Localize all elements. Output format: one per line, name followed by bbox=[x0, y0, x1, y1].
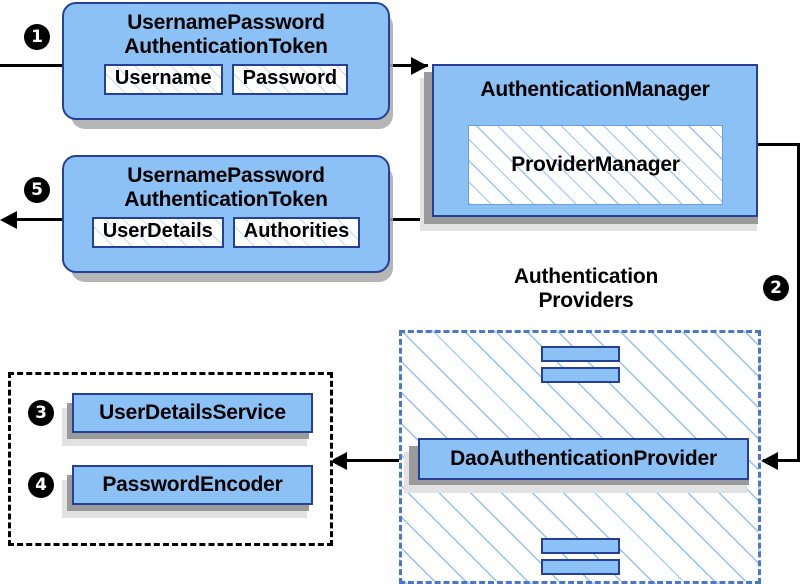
connector-request-in bbox=[0, 64, 78, 67]
provider-placeholder-top-1 bbox=[541, 346, 620, 362]
authentication-providers-title: Authentication Providers bbox=[470, 265, 702, 312]
password-encoder-label: PasswordEncoder bbox=[102, 473, 283, 496]
response-token-title-line1: UsernamePassword bbox=[127, 164, 325, 187]
response-token-box[interactable]: UsernamePassword AuthenticationToken Use… bbox=[62, 155, 390, 273]
connector-token-to-manager bbox=[388, 64, 428, 67]
badge-step-5: 5 bbox=[24, 177, 50, 203]
provider-placeholder-bottom-1 bbox=[541, 538, 620, 554]
request-token-field-password[interactable]: Password bbox=[231, 64, 349, 96]
response-token-title: UsernamePassword AuthenticationToken bbox=[64, 157, 388, 211]
connector-manager-right bbox=[757, 143, 800, 146]
provider-manager-panel[interactable]: ProviderManager bbox=[468, 125, 723, 205]
provider-placeholder-top-2 bbox=[541, 367, 620, 383]
user-details-service-label: UserDetailsService bbox=[99, 401, 286, 424]
response-token-title-line2: AuthenticationToken bbox=[124, 187, 328, 211]
user-details-service-box[interactable]: UserDetailsService bbox=[72, 393, 313, 433]
request-token-box[interactable]: UsernamePassword AuthenticationToken Use… bbox=[62, 2, 390, 120]
authentication-manager-title: AuthenticationManager bbox=[480, 78, 710, 101]
response-token-field-authorities[interactable]: Authorities bbox=[232, 217, 361, 249]
badge-step-3: 3 bbox=[28, 400, 54, 426]
connector-provider-to-dependencies bbox=[344, 459, 418, 462]
request-token-fields: Username Password bbox=[64, 64, 388, 96]
badge-step-4: 4 bbox=[28, 472, 54, 498]
password-encoder-box[interactable]: PasswordEncoder bbox=[72, 465, 313, 505]
connector-manager-to-response bbox=[388, 218, 434, 221]
request-token-title: UsernamePassword AuthenticationToken bbox=[64, 4, 388, 58]
dao-authentication-provider-label: DaoAuthenticationProvider bbox=[450, 447, 717, 470]
request-token-title-line1: UsernamePassword bbox=[127, 11, 325, 34]
arrow-response-out bbox=[0, 211, 17, 229]
connector-manager-down bbox=[797, 143, 800, 461]
connector-into-dao-provider bbox=[763, 459, 800, 462]
authentication-providers-title-line1: Authentication bbox=[513, 265, 659, 288]
request-token-title-line2: AuthenticationToken bbox=[124, 34, 328, 58]
arrow-into-dependencies bbox=[330, 452, 347, 470]
provider-manager-label: ProviderManager bbox=[511, 153, 680, 176]
request-token-field-username[interactable]: Username bbox=[103, 64, 223, 96]
connector-response-out bbox=[15, 218, 80, 221]
arrow-into-authentication-manager bbox=[411, 57, 428, 75]
dao-authentication-provider-box[interactable]: DaoAuthenticationProvider bbox=[418, 438, 749, 480]
authentication-providers-title-line2: Providers bbox=[538, 288, 634, 312]
badge-step-1: 1 bbox=[24, 24, 50, 50]
arrow-into-dao-authentication-provider bbox=[761, 452, 778, 470]
badge-step-2: 2 bbox=[763, 275, 789, 301]
response-token-fields: UserDetails Authorities bbox=[64, 217, 388, 249]
response-token-field-userdetails[interactable]: UserDetails bbox=[91, 217, 224, 249]
provider-placeholder-bottom-2 bbox=[541, 559, 620, 575]
